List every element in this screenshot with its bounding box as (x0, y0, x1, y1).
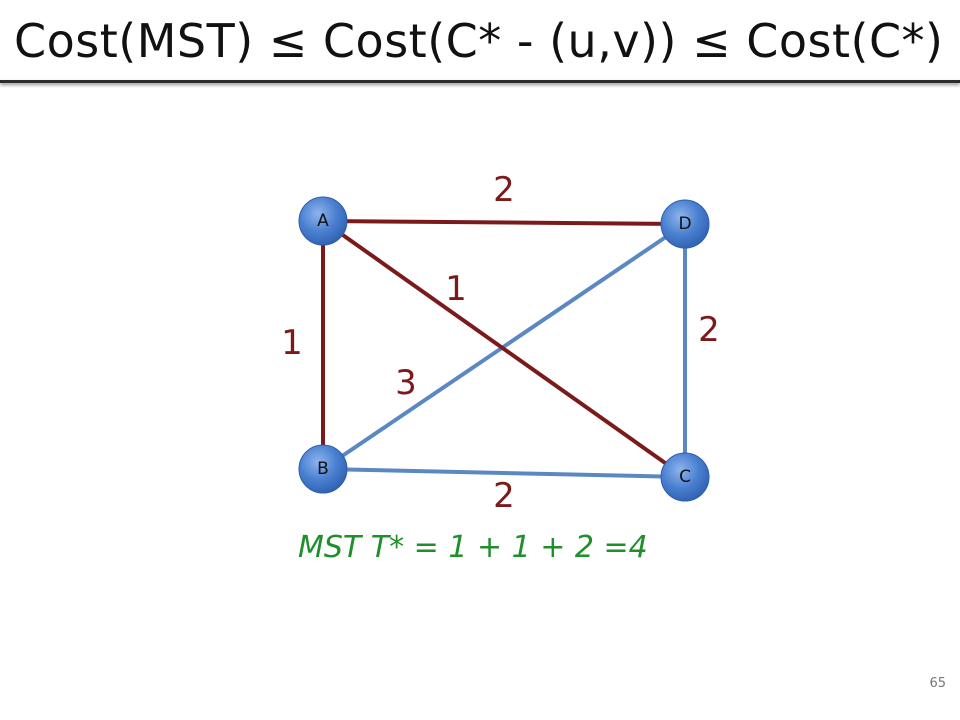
edge-weight-d-c: 2 (698, 310, 720, 350)
edge-weight-b-c: 2 (493, 476, 515, 516)
edge-weight-d-b: 3 (395, 363, 417, 403)
page-number: 65 (929, 676, 946, 691)
edge-a-c (321, 219, 687, 479)
edge-weight-a-b: 1 (281, 323, 303, 363)
edge-weight-a-c: 1 (445, 269, 467, 309)
node-label-c: C (679, 467, 691, 487)
title-divider (0, 80, 960, 83)
edge-b-c (322, 467, 686, 479)
node-label-a: A (317, 211, 329, 231)
edge-a-d (322, 219, 686, 226)
edge-weight-a-d: 2 (493, 170, 515, 210)
node-label-b: B (317, 459, 329, 479)
mst-cost-formula: MST T* = 1 + 1 + 2 =4 (298, 530, 648, 565)
slide-title: Cost(MST) ≤ Cost(C* - (u,v)) ≤ Cost(C*) (14, 14, 944, 68)
node-d: D (660, 199, 710, 249)
edge-d-b (321, 222, 687, 471)
node-label-d: D (678, 214, 691, 234)
node-c: C (660, 452, 710, 502)
node-b: B (298, 444, 348, 494)
node-a: A (298, 196, 348, 246)
